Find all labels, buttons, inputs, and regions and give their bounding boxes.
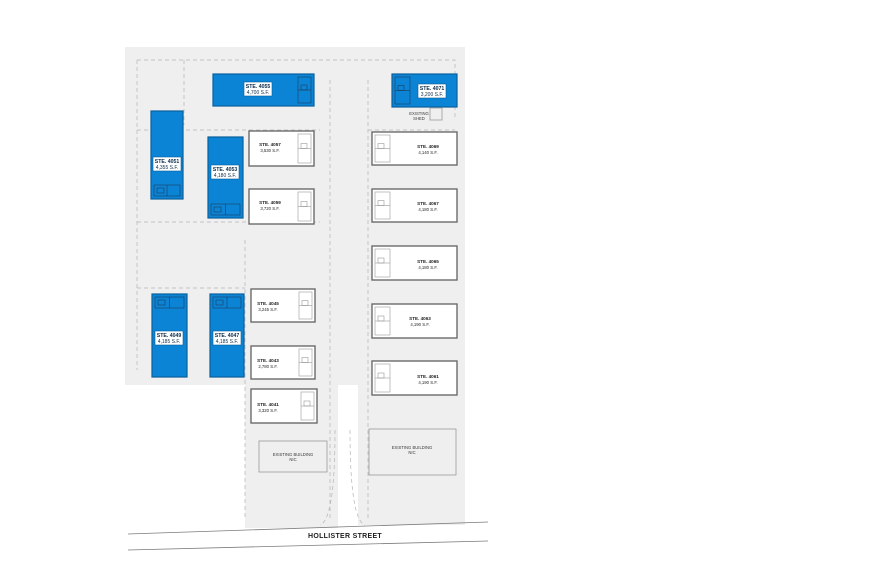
suite-area: 4,180 S.F. <box>418 207 437 212</box>
restroom <box>215 299 224 306</box>
suite-area: 3,200 S.F. <box>421 92 444 98</box>
suite-area: 4,180 S.F. <box>418 265 437 270</box>
suite-label-box <box>212 330 242 346</box>
suite-number: STE. 4063 <box>409 316 431 321</box>
street-name: HOLLISTER STREET <box>308 533 382 540</box>
existing-building-1-label-1: EXISTING BUILDING <box>273 452 314 457</box>
building-footprint <box>150 110 184 200</box>
restroom <box>301 357 309 363</box>
restroom <box>301 300 309 306</box>
suite-number: STE. 4065 <box>417 259 439 264</box>
suite-area: 4,190 S.F. <box>410 322 429 327</box>
suite-number: STE. 4071 <box>420 86 445 92</box>
suite-area: 3,245 S.F. <box>258 307 277 312</box>
restroom <box>156 187 165 194</box>
suite-label-box <box>243 81 273 97</box>
building-footprint <box>371 303 458 339</box>
suite-area: 4,185 S.F. <box>216 339 239 345</box>
restroom <box>157 299 166 306</box>
suite-area: 4,355 S.F. <box>156 165 179 171</box>
existing-building-2: EXISTING BUILDING NIC <box>368 428 457 476</box>
restroom <box>377 257 385 264</box>
suite-label-box <box>154 330 184 346</box>
restroom <box>377 143 385 149</box>
suite-number: STE. 4047 <box>215 333 240 339</box>
suite-area: 2,780 S.F. <box>258 364 277 369</box>
existing-building-1-label-2: NIC <box>289 457 296 462</box>
existing-building-2-label-2: NIC <box>408 450 415 455</box>
suite-area: 4,185 S.F. <box>158 339 181 345</box>
restroom <box>300 84 308 91</box>
suite-number: STE. 4055 <box>246 84 271 90</box>
restroom <box>377 315 385 322</box>
suite-number: STE. 4069 <box>417 144 439 149</box>
suite-area: 3,530 S.F. <box>260 148 279 153</box>
restroom <box>377 200 385 206</box>
restroom <box>213 206 222 213</box>
suite-area: 3,320 S.F. <box>258 408 277 413</box>
restroom <box>377 372 385 379</box>
restroom <box>397 85 405 91</box>
restroom <box>300 201 308 207</box>
suite-number: STE. 4043 <box>257 358 279 363</box>
suite-number: STE. 4059 <box>259 200 281 205</box>
suite-number: STE. 4057 <box>259 142 281 147</box>
suite-label-box <box>210 164 240 180</box>
suite-area: 4,180 S.F. <box>214 173 237 179</box>
existing-building-2-label-1: EXISTING BUILDING <box>392 445 433 450</box>
suite-number: STE. 4045 <box>257 301 279 306</box>
suite-number: STE. 4061 <box>417 374 439 379</box>
restroom <box>300 143 308 149</box>
suite-area: 4,190 S.F. <box>418 380 437 385</box>
existing-shed: EXISTING SHED <box>409 107 443 121</box>
suite-area: 4,700 S.F. <box>247 90 270 96</box>
building-footprint <box>212 73 315 107</box>
suite-number: STE. 4041 <box>257 402 279 407</box>
suite-area: 4,140 S.F. <box>418 150 437 155</box>
street: HOLLISTER STREET <box>127 521 489 551</box>
suite-area: 3,720 S.F. <box>260 206 279 211</box>
suite-number: STE. 4049 <box>157 333 182 339</box>
existing-shed-label-2: SHED <box>413 116 425 121</box>
suite-number: STE. 4053 <box>213 167 238 173</box>
suite-number: STE. 4067 <box>417 201 439 206</box>
suite-label-box <box>152 156 182 172</box>
restroom <box>303 400 311 407</box>
existing-building-1: EXISTING BUILDING NIC <box>258 440 328 473</box>
suite-number: STE. 4051 <box>155 159 180 165</box>
suite-label-box <box>417 83 447 99</box>
existing-shed-label-1: EXISTING <box>409 111 429 116</box>
